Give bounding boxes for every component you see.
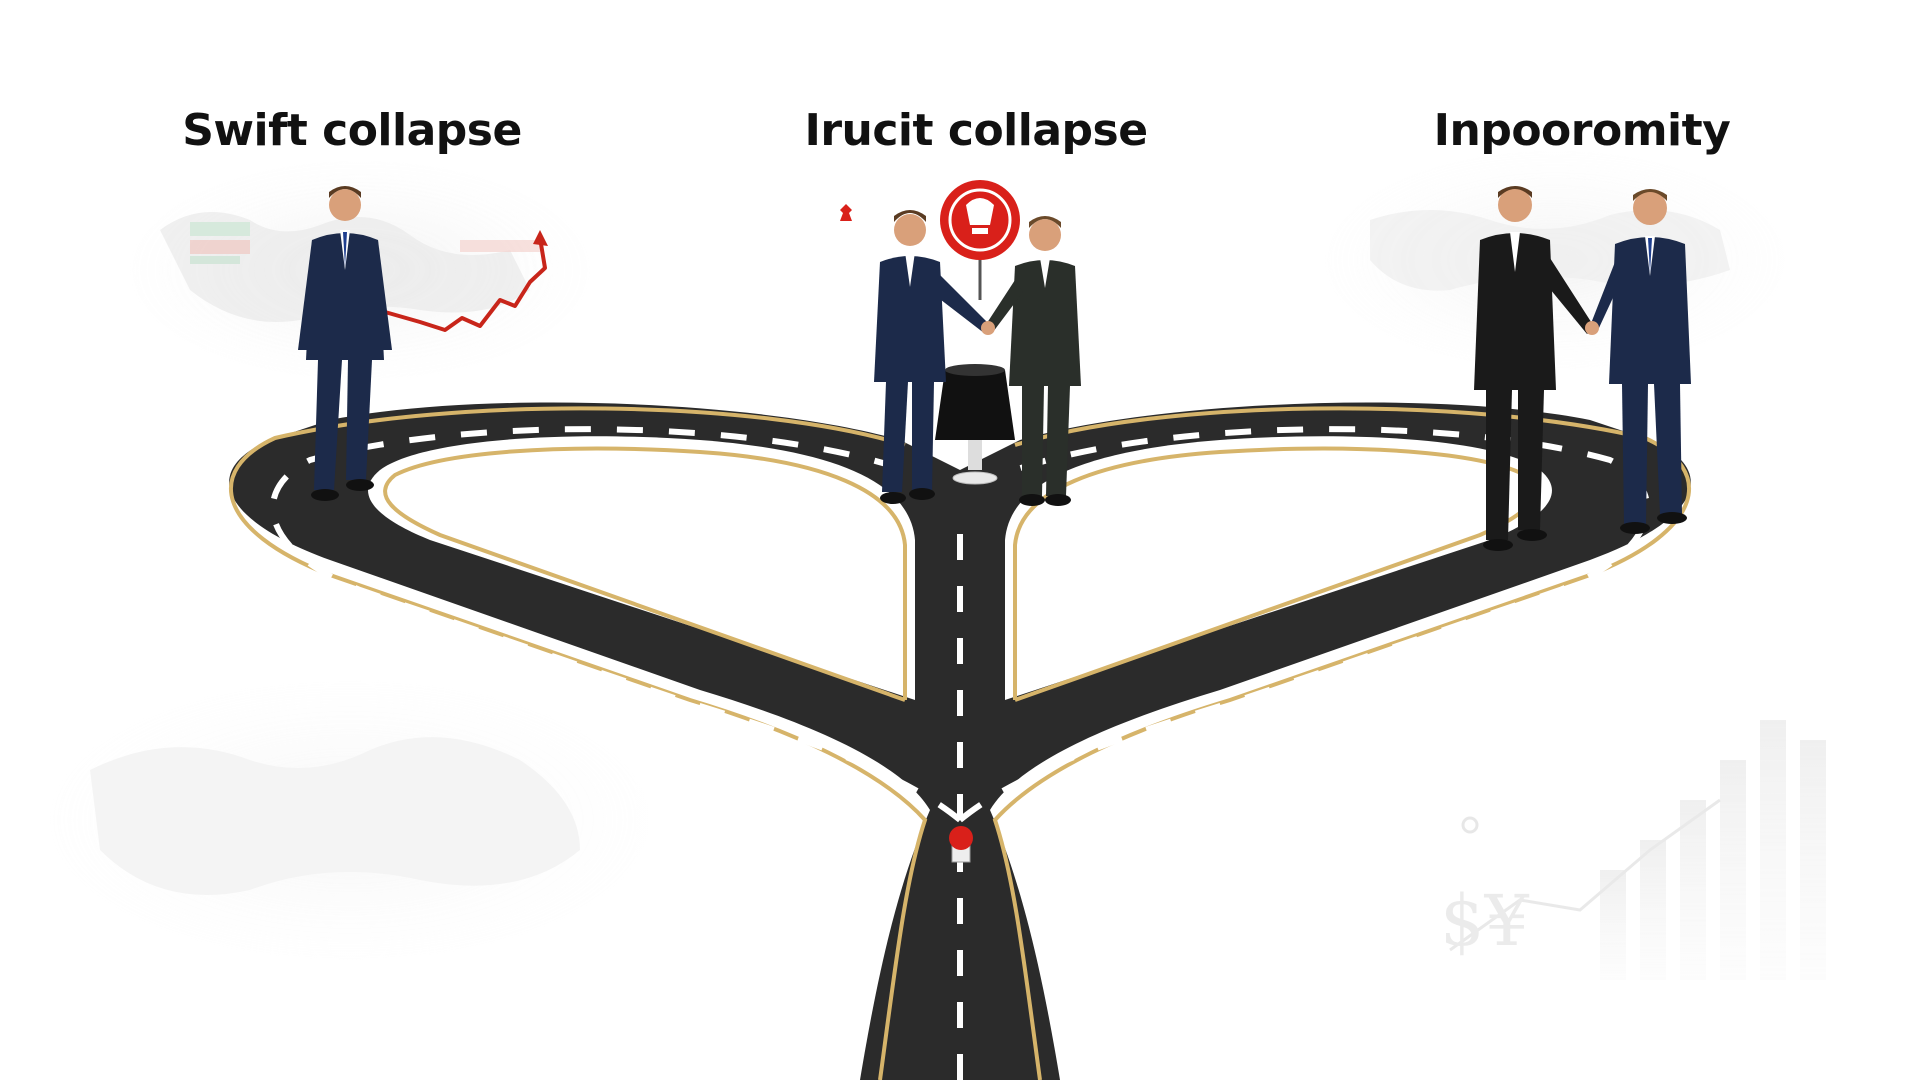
forked-road [228, 402, 1692, 1080]
red-pin-sign [940, 180, 1020, 300]
currency-glyphs: $¥ [1440, 880, 1530, 962]
businessmen-center-handshake [874, 210, 1081, 506]
caption-inpooromity: Inpooromity [1433, 105, 1731, 156]
red-road-marker [949, 826, 973, 863]
caption-swift-collapse: Swift collapse [182, 105, 522, 156]
pedestal-table [935, 364, 1015, 485]
small-red-icon [840, 204, 852, 221]
businessmen-right-handshake [1474, 186, 1691, 551]
red-trend-chart [190, 222, 548, 332]
caption-irucit-collapse: Irucit collapse [804, 105, 1148, 156]
faint-world-map-bottom-left [50, 680, 650, 960]
faint-world-map-top-right [1325, 150, 1785, 370]
businessman-left-standing [298, 186, 392, 501]
faint-bar-chart-bottom-right: $¥ [1440, 720, 1826, 980]
